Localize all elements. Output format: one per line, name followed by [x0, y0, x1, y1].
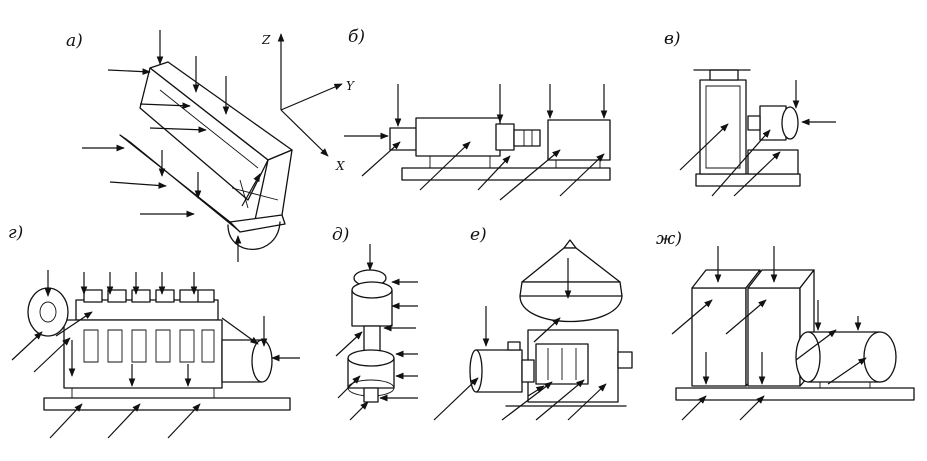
panel-d-force-arrows	[335, 244, 418, 421]
panel-e: е)	[433, 225, 633, 421]
panel-zh-force-arrows	[671, 246, 867, 421]
y-axis	[280, 83, 343, 111]
panel-g-force-arrows	[11, 270, 300, 439]
panel-a: а)	[66, 30, 293, 262]
y-axis-label: Y	[346, 79, 355, 93]
vertical-unit-drawing	[693, 69, 801, 187]
panel-a-label: а)	[66, 31, 83, 51]
z-axis-label: Z	[261, 33, 271, 47]
panel-b-force-arrows	[344, 84, 608, 201]
panel-v: в)	[664, 29, 836, 197]
panel-a-force-arrows	[82, 30, 261, 262]
engine-drawing	[27, 287, 291, 411]
x-axis	[280, 109, 329, 157]
cabinet-unit-drawing	[675, 269, 915, 401]
coordinate-axes: Z Y X	[261, 33, 355, 173]
panel-zh: ж)	[656, 229, 915, 421]
panel-v-label: в)	[664, 29, 681, 49]
rotor-drawing	[347, 269, 395, 403]
panel-b-label: б)	[348, 27, 365, 47]
separator-drawing	[469, 239, 633, 403]
panel-g-label: г)	[8, 223, 23, 243]
panel-b: б)	[344, 27, 611, 201]
panel-d-label: д)	[332, 225, 349, 245]
panel-zh-label: ж)	[656, 229, 682, 249]
machine-bed-drawing	[119, 61, 293, 250]
panel-g: г)	[8, 223, 300, 439]
x-axis-label: X	[335, 159, 345, 173]
panel-e-force-arrows	[433, 258, 627, 421]
panel-e-label: е)	[470, 225, 487, 245]
panel-v-force-arrows	[679, 80, 836, 197]
pump-unit-drawing	[389, 117, 611, 181]
panel-d: д)	[332, 225, 418, 421]
